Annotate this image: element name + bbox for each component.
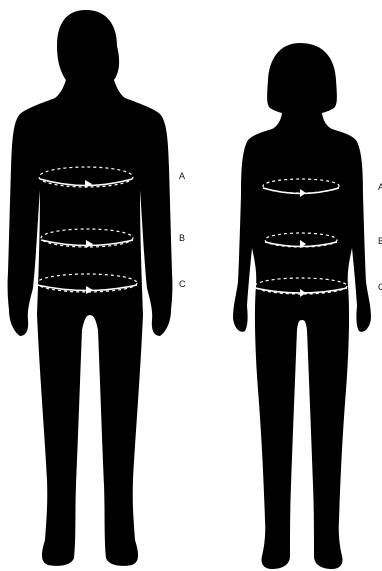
male-marker-a-label: A (179, 171, 185, 181)
female-silhouette (233, 43, 371, 569)
female-marker-b-label: B (378, 236, 382, 246)
male-figure: A B C (8, 10, 186, 566)
female-marker-c-label: C (378, 282, 382, 292)
male-marker-b-label: B (179, 233, 185, 243)
male-silhouette (8, 10, 173, 566)
female-marker-a-label: A (378, 182, 382, 192)
male-marker-c-label: C (179, 279, 186, 289)
female-figure: A B C (233, 43, 382, 569)
